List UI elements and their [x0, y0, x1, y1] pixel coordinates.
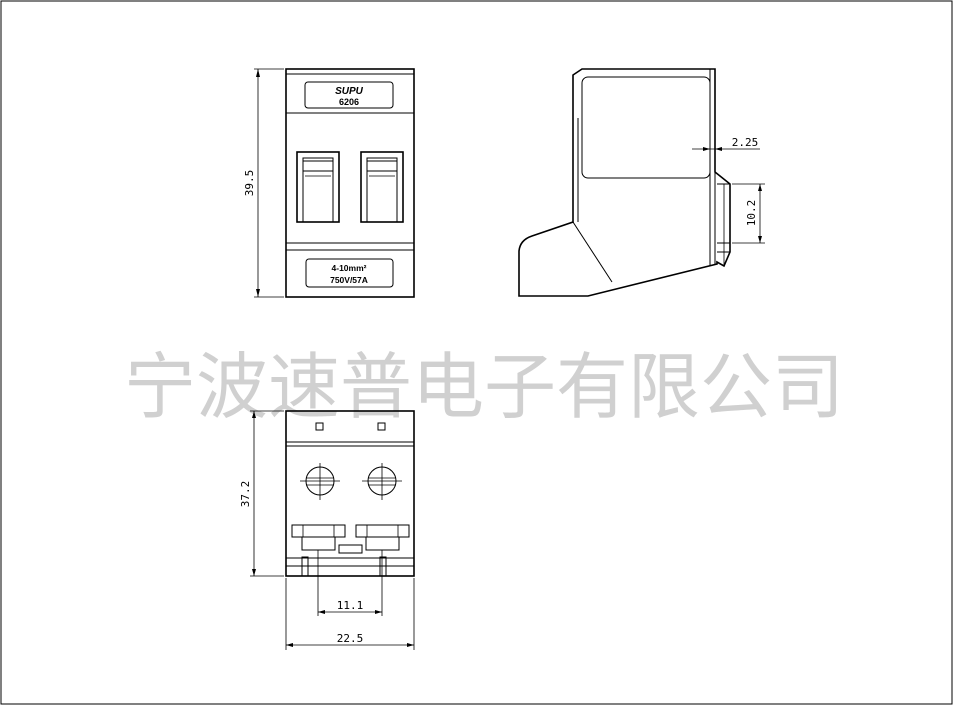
side-body-outline [518, 68, 731, 297]
clamp-left [291, 524, 346, 538]
company-watermark: 宁波速普电子有限公司 [124, 345, 844, 429]
marker-square-right [377, 422, 386, 431]
bottom-view: 37.2 11.1 22.5 [239, 410, 415, 650]
model-text: 6206 [339, 97, 359, 107]
front-body-outline [285, 68, 415, 298]
dim-side-height: 10.2 [745, 200, 758, 227]
front-view: SUPU 6206 4-10mm² 750V/57A 39.5 [243, 68, 415, 298]
side-view: 2.25 10.2 [518, 68, 765, 297]
pin-right [379, 556, 387, 577]
brand-text: SUPU [335, 86, 364, 97]
brand-label-plate [304, 81, 394, 109]
wire-range-text: 4-10mm² [332, 263, 367, 273]
marker-square-left [315, 422, 324, 431]
dim-front-height: 39.5 [243, 170, 256, 197]
rating-label-plate [305, 258, 394, 288]
clamp-right [355, 524, 410, 538]
dim-side-offset: 2.25 [732, 136, 759, 149]
center-slot [338, 544, 363, 554]
dim-pitch: 11.1 [337, 599, 364, 612]
side-window [581, 76, 711, 179]
pin-left [301, 556, 309, 577]
rating-text: 750V/57A [330, 275, 368, 285]
bottom-body-outline [285, 410, 415, 577]
dim-bottom-height: 37.2 [239, 481, 252, 508]
dim-width: 22.5 [337, 632, 364, 645]
